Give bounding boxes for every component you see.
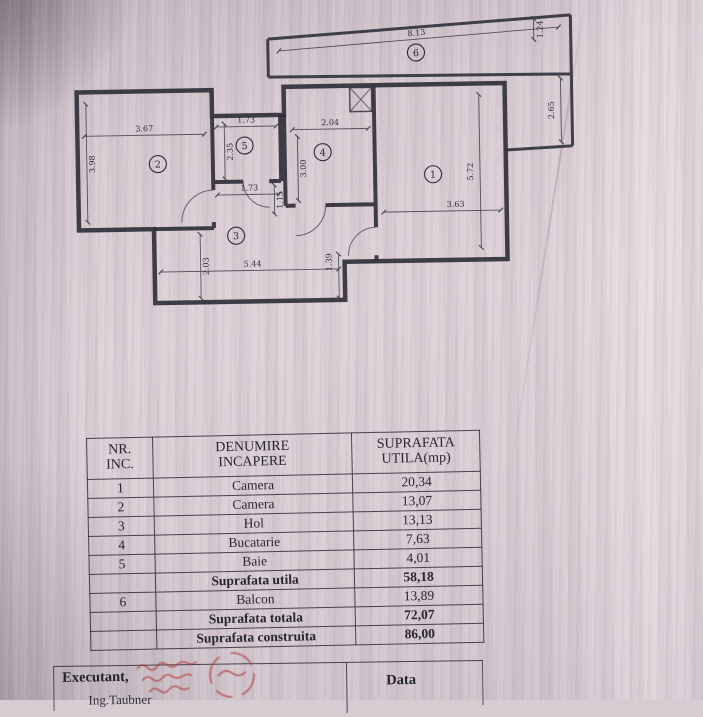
dim-label: 2.04 (321, 118, 339, 127)
room-number: 1 (430, 170, 436, 181)
door-arc-room2 (181, 189, 214, 223)
stamp-circle (209, 652, 255, 698)
cell-area: 86,00 (355, 623, 484, 645)
header-text: INC. (106, 457, 134, 473)
dimension-lines (81, 15, 565, 302)
door-arcs (181, 181, 377, 256)
door-arc-room4 (296, 205, 327, 237)
room-label-2: 2 (148, 155, 167, 174)
dim-label: 8.13 (407, 28, 426, 39)
header-cell-suprafata: SUPRAFATA UTILA(mp) (351, 430, 481, 474)
dim-label: 5.72 (466, 163, 475, 181)
dim-label: 1.39 (324, 253, 333, 271)
dim-label: 1.24 (535, 20, 544, 38)
stamp-scribble (141, 673, 193, 682)
header-text: UTILA(mp) (381, 450, 451, 467)
room-label-3: 3 (227, 226, 246, 245)
area-table: NR. INC. DENUMIRE INCAPERE SUPRAFATA UTI… (86, 430, 484, 651)
floor-plan-drawing: 8.13 3.67 1.73 2.04 3.63 1.73 5.44 3.98 … (74, 13, 575, 306)
dim-label: 5.44 (244, 259, 262, 268)
dim-label: 3.00 (299, 160, 308, 178)
dim-label: 3.98 (88, 155, 97, 173)
door-arc-room5 (242, 181, 270, 208)
cell-nr: 6 (89, 592, 156, 613)
dim-label: 1.15 (275, 191, 284, 209)
dim-label: 2.35 (226, 143, 235, 161)
stamp-scribble (136, 661, 198, 671)
interior-walls (153, 85, 379, 262)
room-label-6: 6 (406, 43, 426, 62)
dim-label: 2.65 (547, 101, 556, 119)
stamp-scribble (217, 670, 247, 677)
header-cell-denumire: DENUMIRE INCAPERE (152, 432, 353, 479)
area-table-grid: NR. INC. DENUMIRE INCAPERE SUPRAFATA UTI… (86, 430, 484, 651)
ink-stamp (136, 652, 255, 698)
room-number: 5 (241, 141, 247, 152)
room-number: 6 (413, 48, 419, 59)
duct-shaft (348, 86, 373, 113)
room-number: 3 (233, 231, 239, 242)
header-text: INCAPERE (218, 453, 287, 471)
dimension-labels: 8.13 3.67 1.73 2.04 3.63 1.73 5.44 3.98 … (88, 20, 556, 275)
outer-wall (74, 80, 510, 306)
dim-label: 3.63 (447, 200, 465, 209)
door-arc-room1 (347, 226, 377, 256)
cell-nr: 3 (88, 516, 155, 537)
floor-plan: 8.13 3.67 1.73 2.04 3.63 1.73 5.44 3.98 … (50, 0, 616, 345)
cell-nr: 4 (88, 535, 155, 556)
cell-nr (90, 630, 157, 651)
cell-nr: 1 (87, 478, 154, 499)
room-label-4: 4 (313, 143, 332, 162)
data-label: Data (386, 671, 417, 689)
duct-shaft-cross (349, 86, 373, 113)
dim-label: 2.03 (202, 257, 211, 275)
cell-nr (90, 611, 157, 632)
cell-nr (89, 573, 156, 594)
executant-label: Executant, (62, 668, 129, 686)
room-number: 4 (320, 148, 326, 159)
dim-label: 1.73 (237, 115, 255, 124)
dim-label: 1.73 (240, 183, 258, 192)
room-label-1: 1 (424, 165, 443, 184)
header-cell-nr: NR. INC. (86, 437, 154, 480)
floor-plan-walls (74, 13, 575, 306)
dim-label: 3.67 (135, 124, 153, 133)
room-label-5: 5 (235, 136, 254, 155)
signature-block: Executant, Ing.Taubner Data (53, 659, 484, 713)
footer-divider (345, 662, 349, 713)
room-number: 2 (155, 160, 161, 171)
cell-nr: 2 (87, 497, 154, 518)
cell-nr: 5 (88, 554, 156, 575)
stamp-scribble (148, 685, 190, 694)
